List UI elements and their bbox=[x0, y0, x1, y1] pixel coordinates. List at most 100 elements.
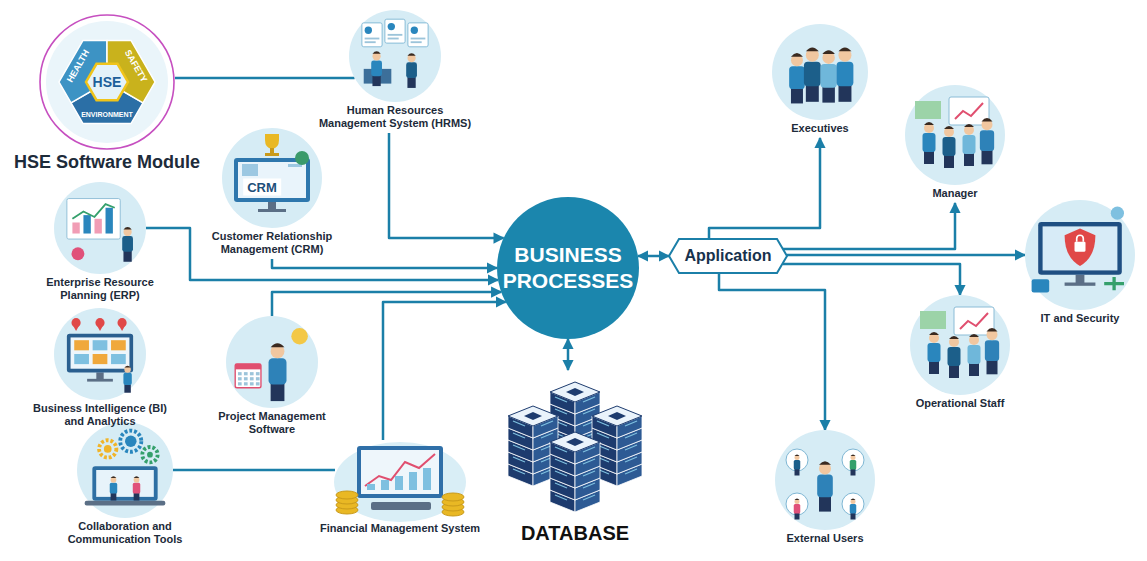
node-label: BUSINESS PROCESSES bbox=[502, 242, 634, 294]
icon-shape bbox=[388, 38, 399, 40]
icon-shape bbox=[334, 442, 466, 522]
icon-shape bbox=[271, 343, 285, 347]
icon-shape bbox=[982, 118, 993, 121]
icon-shape bbox=[497, 197, 639, 339]
icon-shape bbox=[265, 153, 279, 156]
application-text-box: Application bbox=[669, 239, 787, 273]
icon-shape bbox=[93, 340, 108, 350]
icon-shape bbox=[238, 372, 242, 375]
icon-shape bbox=[786, 449, 808, 471]
icon-shape bbox=[54, 308, 146, 400]
icon-shape bbox=[851, 455, 856, 460]
icon-shape bbox=[367, 484, 375, 490]
connector bbox=[272, 259, 497, 268]
icon-shape bbox=[969, 363, 979, 376]
icon-shape bbox=[250, 372, 254, 375]
icon-shape bbox=[96, 325, 103, 331]
icon-shape bbox=[982, 150, 993, 164]
icon-shape bbox=[67, 334, 133, 373]
icon-group bbox=[915, 97, 994, 168]
connector-group bbox=[146, 78, 1025, 470]
icon-shape bbox=[795, 499, 800, 504]
node-label: Enterprise Resource Planning (ERP) bbox=[25, 276, 175, 302]
icon-shape bbox=[985, 340, 999, 361]
icon-shape bbox=[111, 493, 117, 500]
icon-shape bbox=[371, 60, 382, 76]
icon-shape bbox=[361, 450, 439, 494]
icon-shape bbox=[111, 476, 117, 478]
icon-shape bbox=[923, 133, 936, 152]
icon-shape bbox=[822, 50, 834, 54]
icon-shape bbox=[110, 483, 117, 494]
icon-shape bbox=[1025, 200, 1135, 310]
system-node: IT and Security bbox=[1025, 200, 1135, 310]
icon-shape bbox=[1065, 283, 1096, 286]
icon-group bbox=[789, 47, 853, 103]
icon-shape bbox=[238, 377, 242, 380]
node-caption: Financial Management System bbox=[305, 522, 495, 535]
icon-shape bbox=[850, 460, 857, 470]
icon-shape bbox=[77, 422, 173, 518]
icon-shape bbox=[1104, 277, 1124, 290]
icon-shape bbox=[920, 311, 946, 329]
system-node: DATABASE bbox=[500, 370, 650, 520]
icon-shape bbox=[74, 340, 89, 350]
icon-shape bbox=[924, 151, 934, 164]
node-outline bbox=[772, 24, 868, 120]
icon-shape bbox=[968, 345, 981, 364]
icon-shape bbox=[566, 438, 584, 446]
icon-shape bbox=[244, 382, 248, 385]
node-outline bbox=[54, 308, 146, 400]
icon-shape bbox=[372, 51, 380, 53]
process-text: BUSINESS PROCESSES bbox=[502, 242, 634, 294]
icon-shape bbox=[357, 446, 443, 498]
icon-shape bbox=[134, 493, 140, 500]
icon-shape bbox=[1038, 222, 1122, 275]
node-label: Human Resources Management System (HRMS) bbox=[314, 104, 476, 130]
icon-shape bbox=[111, 340, 126, 350]
node-caption: Operational Staff bbox=[895, 397, 1025, 410]
icon-shape bbox=[268, 202, 276, 210]
icon-shape bbox=[969, 335, 979, 345]
icon-shape bbox=[365, 38, 380, 40]
icon-shape bbox=[987, 360, 998, 374]
node-caption: Manager bbox=[900, 187, 1010, 200]
emblem-label: CRM bbox=[243, 179, 281, 196]
icon-shape bbox=[258, 209, 286, 212]
connector bbox=[383, 302, 506, 440]
system-node: Executives bbox=[772, 24, 868, 120]
icon-shape bbox=[125, 435, 137, 447]
icon-shape bbox=[851, 513, 856, 520]
icon-shape bbox=[929, 361, 939, 374]
node-caption: External Users bbox=[760, 532, 890, 545]
system-node: Manager bbox=[905, 85, 1005, 185]
icon-shape bbox=[256, 382, 260, 385]
node-outline bbox=[497, 197, 639, 339]
icon-shape bbox=[388, 23, 395, 30]
icon-shape bbox=[371, 502, 431, 510]
icon-shape bbox=[822, 86, 834, 102]
icon-shape bbox=[1043, 226, 1118, 270]
icon-shape bbox=[1111, 207, 1124, 220]
icon-shape bbox=[960, 313, 988, 329]
process-circle: BUSINESS PROCESSES bbox=[497, 197, 639, 339]
icon-group bbox=[235, 328, 308, 401]
icon-shape bbox=[234, 158, 310, 202]
node-outline bbox=[77, 422, 173, 518]
icon-shape bbox=[949, 365, 959, 378]
icon-shape bbox=[291, 328, 308, 345]
icon-shape bbox=[372, 52, 380, 60]
icon-shape bbox=[987, 328, 998, 331]
node-outline bbox=[1025, 200, 1135, 310]
icon-shape bbox=[256, 372, 260, 375]
icon-shape bbox=[924, 123, 934, 133]
node-caption: IT and Security bbox=[1015, 312, 1145, 325]
icon-shape bbox=[407, 53, 415, 55]
icon-group bbox=[1032, 207, 1124, 293]
system-node: Project Management Software bbox=[226, 316, 318, 408]
icon-shape bbox=[924, 122, 934, 125]
node-outline bbox=[349, 10, 441, 102]
connector bbox=[709, 138, 820, 239]
node-label: Project Management Software bbox=[212, 410, 332, 436]
icon-shape bbox=[789, 66, 805, 89]
